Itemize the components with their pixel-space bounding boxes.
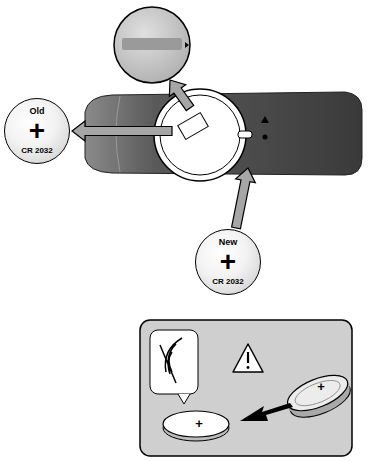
- warning-inset: [140, 320, 352, 456]
- battery-label: New: [219, 238, 238, 247]
- slot-panel: [150, 330, 198, 394]
- warning-triangle: [233, 344, 263, 372]
- compartment-notch: [238, 131, 252, 138]
- cover-mark: [185, 42, 189, 48]
- direction-arrow: [232, 168, 256, 229]
- warning-dot: [247, 366, 250, 369]
- polarity-sign: +: [195, 417, 203, 430]
- polarity-sign: +: [317, 380, 325, 393]
- tilted-battery: [283, 368, 355, 424]
- battery-bottom: [163, 411, 229, 437]
- insert-arrow: [240, 403, 293, 421]
- direction-arrow: [72, 121, 172, 141]
- battery-coin: Old+ CR 2032: [4, 98, 71, 165]
- align-dot: [263, 135, 268, 140]
- battery-label: CR 2032: [21, 147, 53, 155]
- polarity-sign: +: [29, 117, 45, 145]
- polarity-sign: +: [220, 248, 236, 276]
- slot-pointer: [178, 394, 190, 404]
- battery-clip: [178, 113, 209, 140]
- slot-contact: [160, 338, 182, 383]
- cover-slot: [122, 38, 182, 50]
- battery-label: Old: [29, 107, 44, 116]
- direction-arrow: [169, 80, 193, 111]
- align-triangle: [261, 116, 269, 123]
- battery-cover: [114, 7, 190, 83]
- battery-label: CR 2032: [212, 278, 244, 286]
- warning-mark: [247, 352, 249, 363]
- battery-coin: New+ CR 2032: [195, 229, 262, 296]
